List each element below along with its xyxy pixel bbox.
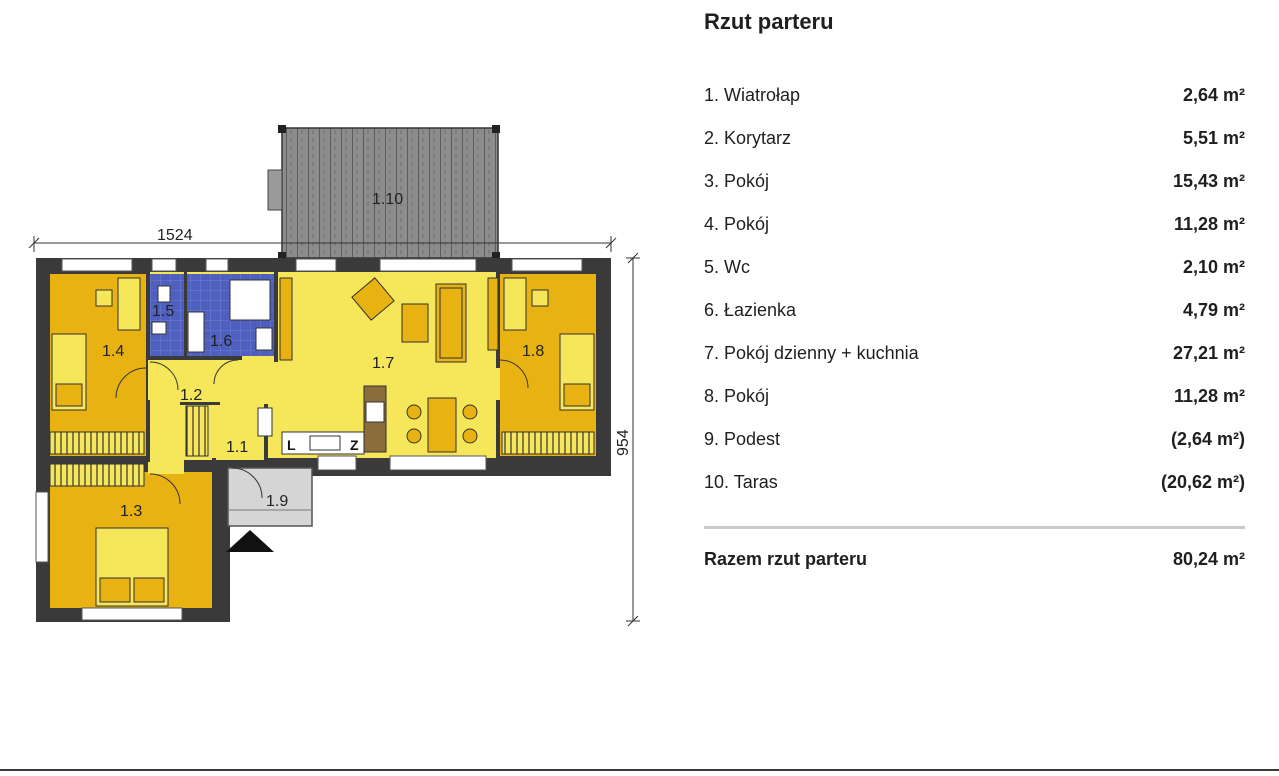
list-item: 6. Łazienka 4,79 m² (704, 289, 1245, 332)
label-1-7: 1.7 (372, 355, 394, 372)
label-1-8: 1.8 (522, 343, 544, 360)
room-area: 5,51 m² (1182, 128, 1245, 148)
sofa (435, 283, 467, 363)
room-name: 9. Podest (704, 429, 781, 449)
list-item: 10. Taras (20,62 m²) (704, 461, 1245, 504)
list-item: 4. Pokój 11,28 m² (704, 203, 1245, 246)
wardrobe-1-8 (501, 431, 595, 455)
chair-1-8 (531, 289, 549, 307)
room-name: 7. Pokój dzienny + kuchnia (704, 343, 919, 363)
room-area: 2,10 m² (1182, 257, 1245, 277)
cabinet-1-8 (487, 277, 499, 351)
dining-table (427, 397, 457, 453)
floor-plan: 1524 954 (28, 125, 640, 627)
room-area: 11,28 m² (1173, 386, 1245, 406)
bottom-border (0, 769, 1279, 771)
bed-1-8 (559, 333, 595, 411)
coffee-table (401, 303, 429, 343)
bathtub (187, 311, 205, 353)
list-item: 8. Pokój 11,28 m² (704, 375, 1245, 418)
label-1-4: 1.4 (102, 343, 124, 360)
room-name: 10. Taras (704, 472, 778, 492)
divider (704, 526, 1245, 529)
wc-basin (151, 321, 167, 335)
chair-1-4 (95, 289, 113, 307)
width-dimension (28, 236, 617, 252)
wardrobe-1-4 (49, 431, 145, 455)
room-labels: 1.1 1.2 1.3 1.4 1.5 1.6 1.7 1.8 1.9 1.10 (102, 191, 544, 520)
washbasin (255, 327, 273, 351)
bed-1-3 (95, 527, 169, 607)
room-name: 2. Korytarz (704, 128, 792, 148)
desk-1-8 (503, 277, 527, 331)
room-area: (20,62 m²) (1160, 472, 1245, 492)
wardrobe-1-3 (49, 463, 145, 487)
tv-cabinet (279, 277, 293, 361)
room-area: 4,79 m² (1182, 300, 1245, 320)
width-dimension-label: 1524 (157, 227, 193, 244)
total-row: Razem rzut parteru 80,24 m² (704, 549, 1245, 570)
desk-1-4 (117, 277, 141, 331)
list-item: 5. Wc 2,10 m² (704, 246, 1245, 289)
list-item: 9. Podest (2,64 m²) (704, 418, 1245, 461)
label-1-1: 1.1 (226, 439, 248, 456)
total-value: 80,24 m² (1172, 549, 1245, 569)
list-item: 2. Korytarz 5,51 m² (704, 117, 1245, 160)
list-item: 7. Pokój dzienny + kuchnia 27,21 m² (704, 332, 1245, 375)
cooktop (365, 401, 385, 423)
door-swings (115, 359, 529, 505)
label-1-10: 1.10 (372, 191, 403, 208)
room-name: 8. Pokój (704, 386, 770, 406)
room-area: 11,28 m² (1173, 214, 1245, 234)
room-1-2-lower (148, 404, 184, 474)
room-area-list: 1. Wiatrołap 2,64 m² 2. Korytarz 5,51 m²… (704, 74, 1245, 504)
label-1-3: 1.3 (120, 503, 142, 520)
kitchen-mark-l: L (287, 437, 296, 453)
windows (35, 258, 583, 621)
label-1-9: 1.9 (266, 493, 288, 510)
sink (309, 435, 341, 451)
wardrobe-1-1 (185, 405, 209, 457)
label-1-5: 1.5 (152, 303, 174, 320)
floor-plan-drawing: 1524 954 (28, 125, 640, 627)
entrance-arrow-icon (226, 530, 274, 552)
label-1-2: 1.2 (180, 387, 202, 404)
depth-dimension-label: 954 (615, 429, 632, 456)
toilet (157, 285, 171, 303)
total-label: Razem rzut parteru (704, 549, 868, 569)
terrace-1-10 (267, 125, 500, 260)
label-1-6: 1.6 (210, 333, 232, 350)
panel-title: Rzut parteru (704, 9, 834, 34)
list-item: 3. Pokój 15,43 m² (704, 160, 1245, 203)
room-area: 27,21 m² (1172, 343, 1245, 363)
room-name: 5. Wc (704, 257, 751, 277)
dining-chairs (406, 404, 478, 444)
room-name: 6. Łazienka (704, 300, 797, 320)
depth-dimension (626, 252, 640, 627)
room-name: 4. Pokój (704, 214, 770, 234)
room-area: 15,43 m² (1172, 171, 1245, 191)
room-name: 3. Pokój (704, 171, 770, 191)
room-area: (2,64 m²) (1170, 429, 1245, 449)
room-name: 1. Wiatrołap (704, 85, 801, 105)
list-item: 1. Wiatrołap 2,64 m² (704, 74, 1245, 117)
kitchen-mark-z: Z (350, 437, 359, 453)
fridge (257, 407, 273, 437)
armchair (351, 277, 395, 321)
bed-1-4 (51, 333, 87, 411)
podest-1-9 (227, 467, 313, 527)
room-area: 2,64 m² (1182, 85, 1245, 105)
